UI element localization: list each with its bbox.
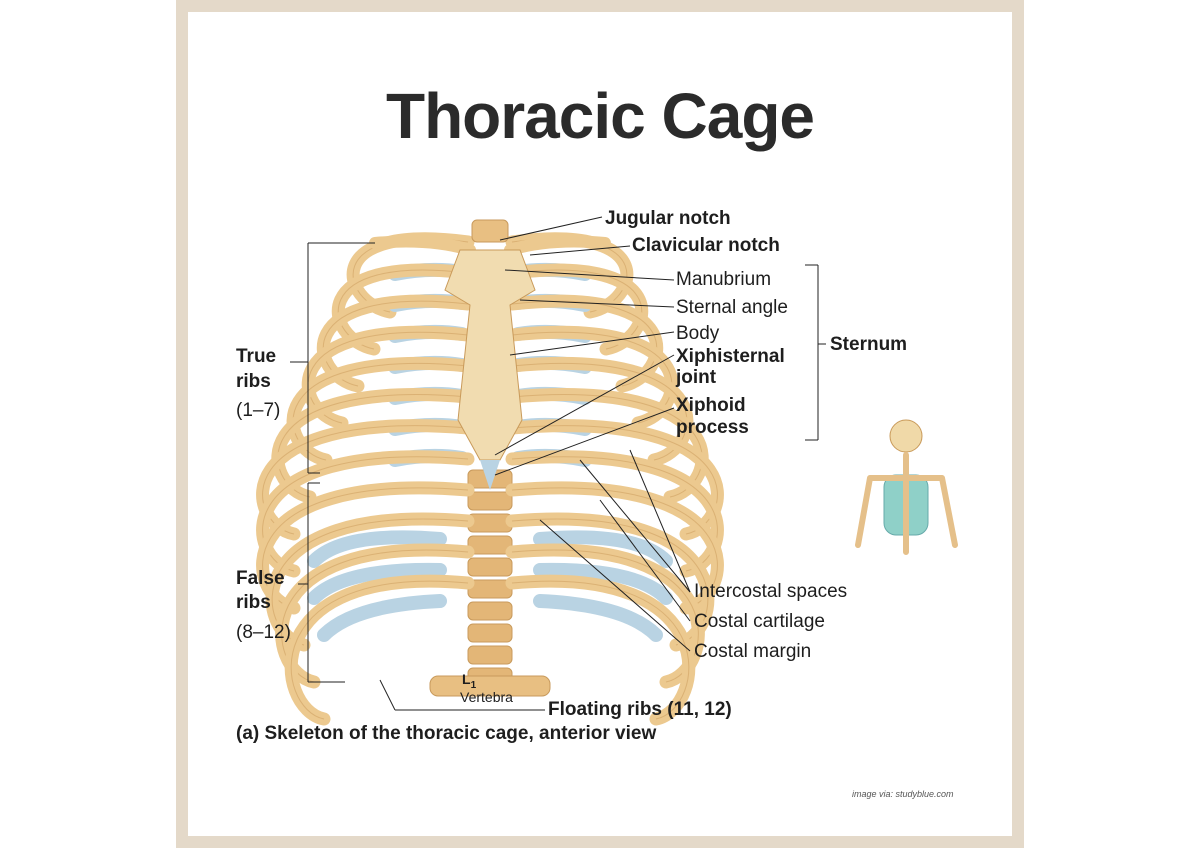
label-clavicular-notch: Clavicular notch: [632, 235, 780, 256]
leader-sternal-angle: [519, 299, 675, 308]
clavicle-right: [504, 235, 611, 256]
label-floating-ribs: Floating ribs (11, 12): [548, 699, 732, 720]
leader-margin: [539, 519, 691, 652]
label-sternal-angle: Sternal angle: [676, 297, 788, 318]
label-costal-margin: Costal margin: [694, 641, 812, 662]
costal-cartilage-shape: [533, 562, 673, 605]
vertebra-l1-shape: [429, 675, 551, 697]
upper-vertebra: [471, 219, 509, 243]
label-vertebra-level: L1: [462, 672, 476, 691]
page-title: Thoracic Cage: [385, 80, 815, 152]
vertebra-letter: L: [462, 671, 471, 687]
image-credit: image via: studyblue.com: [852, 789, 954, 799]
vertebra-shape: [467, 491, 513, 511]
vertebra-number: 1: [470, 679, 477, 691]
label-false-ribs: ribs: [236, 592, 271, 613]
label-vertebra: Vertebra: [460, 689, 513, 705]
leader-clavicular: [529, 245, 631, 256]
vertebra-shape: [467, 579, 513, 599]
label-body: Body: [676, 323, 720, 344]
rib-outline: [290, 580, 469, 720]
label-manubrium: Manubrium: [676, 269, 772, 290]
label-xiphisternal: Xiphisternal: [676, 346, 785, 367]
label-intercostal-spaces: Intercostal spaces: [694, 581, 848, 602]
leader-xiphisternal: [494, 354, 675, 456]
label-false-range: (8–12): [236, 622, 291, 643]
vertebra-shape: [467, 601, 513, 621]
leader-intercostal-2: [579, 459, 691, 593]
label-true-range: (1–7): [236, 400, 281, 421]
leader-body: [509, 331, 675, 356]
clavicle-left: [369, 235, 476, 256]
vertebra-shape: [467, 513, 513, 533]
vertebra-shape: [467, 535, 513, 555]
leader-cartilage: [599, 499, 691, 622]
label-process: process: [676, 417, 749, 438]
leader-floating: [379, 679, 396, 711]
costal-cartilage-shape: [317, 594, 447, 642]
label-jugular-notch: Jugular notch: [605, 208, 731, 229]
leader-manubrium: [504, 269, 675, 281]
rib-outline: [511, 363, 688, 461]
label-true-ribs: ribs: [236, 371, 271, 392]
xiphoid-shape: [480, 460, 500, 490]
rib-outline: [307, 331, 469, 424]
mini-bones: [855, 452, 958, 555]
leader-intercostal: [629, 449, 691, 593]
label-xiphoid: Xiphoid: [676, 395, 746, 416]
leader-jugular: [499, 216, 603, 241]
label-true: True: [236, 346, 277, 367]
label-false: False: [236, 568, 285, 589]
costal-cartilage-shape: [307, 562, 447, 605]
vertebra-shape: [467, 623, 513, 643]
label-costal-cartilage: Costal cartilage: [694, 611, 825, 632]
rib-outline: [262, 456, 469, 572]
costal-cartilage-shape: [533, 594, 663, 642]
vertebra-shape: [467, 557, 513, 577]
label-sternum: Sternum: [830, 334, 908, 355]
figure-caption: (a) Skeleton of the thoracic cage, anter…: [236, 723, 657, 744]
leader-xiphoid: [494, 407, 675, 476]
rib-outline: [511, 456, 718, 572]
rib-outline: [511, 580, 690, 720]
label-joint: joint: [676, 367, 717, 388]
vertebra-shape: [467, 645, 513, 665]
costal-cartilage-shape: [307, 530, 447, 568]
mini-skull: [889, 419, 923, 453]
